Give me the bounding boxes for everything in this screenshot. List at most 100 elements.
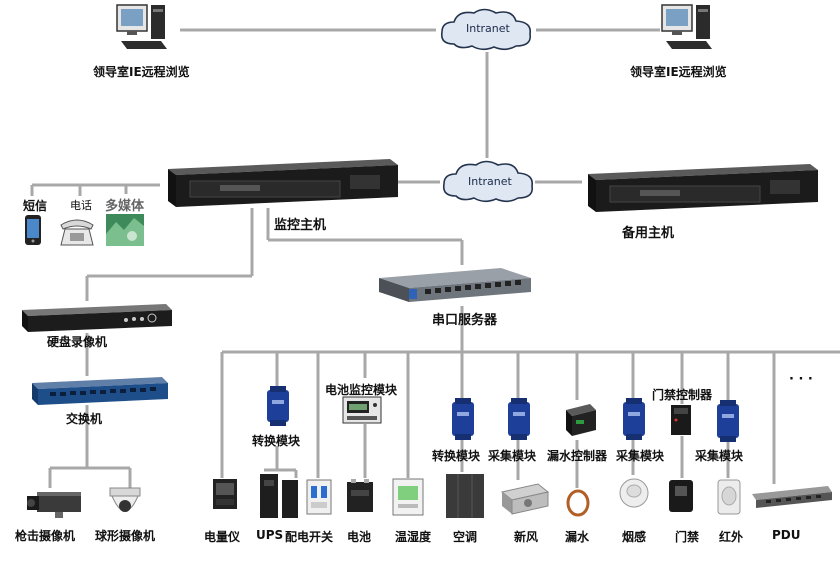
pdu-label: PDU (772, 528, 801, 542)
rack-server-icon (168, 159, 398, 207)
multimedia-screen (106, 214, 144, 246)
battery-monitor-label: 电池监控模块 (325, 383, 398, 397)
air-conditioner (444, 472, 486, 520)
infrared-sensor-icon (717, 479, 741, 515)
mobile-phone (24, 214, 42, 246)
door-controller-icon (671, 405, 691, 435)
more-indicator: · · · (789, 372, 813, 387)
battery-label: 电池 (347, 530, 372, 544)
air-conditioner-icon (446, 474, 484, 518)
temp-humidity-sensor (392, 478, 424, 516)
thermometer-icon (392, 478, 424, 516)
dvr (20, 300, 174, 334)
main-host-label: 监控主机 (274, 218, 327, 233)
mobile-phone-icon (25, 215, 41, 245)
multimedia-label: 多媒体 (105, 199, 145, 214)
leak-sensor-label: 漏水 (565, 530, 590, 544)
main-host (160, 155, 400, 210)
desktop-computer-icon (661, 4, 712, 49)
sms-label: 短信 (23, 199, 48, 213)
air-conditioner-label: 空调 (453, 530, 478, 544)
dome-camera (106, 486, 144, 522)
leak-controller-label: 漏水控制器 (547, 449, 608, 463)
collect-module-1-label: 采集模块 (488, 449, 537, 463)
dvr-label: 硬盘录像机 (47, 335, 108, 349)
pdu-icon (752, 486, 832, 508)
door-access-label: 门禁 (675, 530, 700, 544)
serial-server-icon (379, 268, 531, 302)
serial-server-label: 串口服务器 (432, 313, 498, 328)
switch-icon (32, 377, 168, 405)
ups-icon (260, 474, 298, 518)
door-access-reader (667, 478, 695, 514)
telephone-icon (60, 219, 94, 246)
remote-pc-right-label: 领导室IE远程浏览 (630, 65, 727, 79)
remote-pc-left-label: 领导室IE远程浏览 (93, 65, 190, 79)
network-switch (30, 375, 170, 407)
leak-sensor-icon (566, 489, 590, 517)
serial-server (375, 262, 535, 306)
dvr-icon (22, 304, 172, 332)
multimedia-icon (106, 214, 144, 246)
infrared-sensor-label: 红外 (719, 530, 744, 544)
collect-module-2 (620, 398, 648, 440)
din-module-icon (623, 398, 645, 440)
din-module-icon (508, 398, 530, 440)
battery (345, 478, 375, 514)
collect-module-3-label: 采集模块 (695, 449, 744, 463)
collect-module-2-label: 采集模块 (616, 449, 665, 463)
din-module-icon (452, 398, 474, 440)
switch-label: 交换机 (66, 412, 103, 426)
power-meter (212, 478, 238, 510)
leak-controller-icon (566, 404, 596, 436)
cloud-label: Intranet (468, 175, 512, 188)
collect-module-3 (714, 400, 742, 442)
cloud-label: Intranet (466, 22, 510, 35)
rack-server-icon (588, 164, 818, 212)
infrared-sensor (716, 478, 742, 516)
door-controller (670, 404, 692, 436)
pdu (750, 484, 834, 508)
breaker-icon (306, 479, 332, 515)
convert-module-1-label: 转换模块 (252, 434, 301, 448)
smoke-detector (618, 475, 650, 511)
gun-camera (25, 488, 83, 520)
ups (258, 472, 300, 520)
breaker (305, 478, 333, 516)
battery-monitor-icon (342, 396, 382, 424)
phone-label: 电话 (70, 199, 92, 212)
cloud-icon (440, 8, 532, 51)
fresh-air-label: 新风 (514, 530, 539, 544)
smoke-detector-label: 烟感 (622, 530, 647, 544)
convert-module-2 (449, 398, 477, 440)
convert-module-2-label: 转换模块 (432, 449, 481, 463)
smoke-detector-icon (619, 478, 649, 508)
backup-host-label: 备用主机 (622, 226, 675, 241)
remote-pc-right (660, 3, 725, 53)
power-meter-icon (213, 479, 237, 509)
ups-label: UPS (256, 528, 284, 542)
breaker-label: 配电开关 (285, 530, 334, 544)
intranet-cloud-middle: Intranet (440, 158, 536, 204)
battery-monitor-module (342, 396, 382, 424)
cloud-icon (442, 160, 534, 203)
telephone (57, 213, 97, 247)
convert-module-1 (264, 386, 292, 426)
battery-icon (347, 479, 373, 512)
card-reader-icon (669, 480, 693, 512)
temp-humidity-label: 温湿度 (395, 530, 432, 544)
dome-camera-icon (109, 487, 141, 512)
gun-camera-icon (27, 492, 81, 518)
desktop-computer-icon (116, 4, 167, 49)
remote-pc-left (115, 3, 180, 53)
power-meter-label: 电量仪 (204, 530, 241, 544)
intranet-cloud-top: Intranet (436, 6, 536, 52)
collect-module-1 (505, 398, 533, 440)
door-controller-label: 门禁控制器 (652, 388, 713, 402)
din-module-icon (267, 386, 289, 426)
leak-sensor (565, 488, 591, 518)
dome-camera-label: 球形摄像机 (95, 529, 156, 543)
fresh-air-unit (498, 480, 550, 516)
backup-host (580, 160, 820, 215)
